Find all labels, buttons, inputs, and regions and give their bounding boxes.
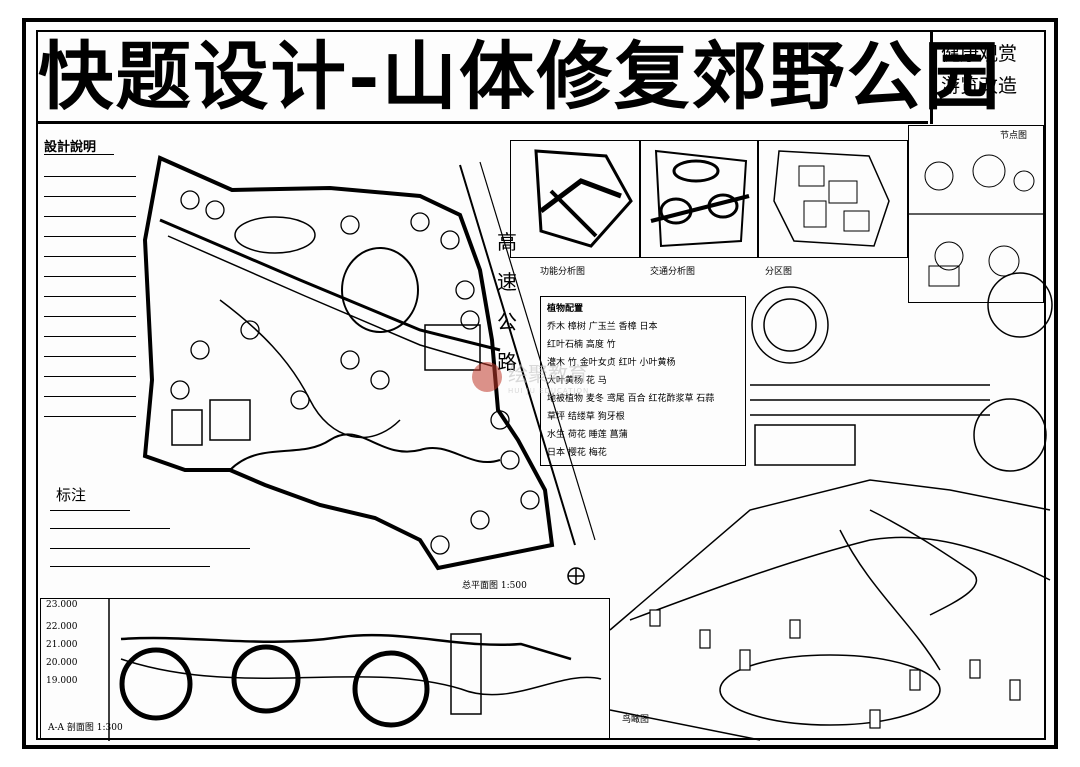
plant-row: 红叶石楠 高度 竹 (547, 340, 616, 350)
perspective-sketch (609, 479, 1051, 741)
subtitle-line-2: 游览改造 (941, 75, 1018, 97)
highway-label: 高 速 公 路 (497, 222, 517, 382)
watermark-logo-icon (472, 361, 502, 392)
highway-char: 路 (497, 350, 517, 374)
node-sketch-box (908, 125, 1045, 303)
notes-line (44, 296, 136, 297)
annotation-line (50, 510, 130, 511)
analysis-label-1: 功能分析图 (540, 267, 586, 277)
plant-row: 草坪 结缕草 狗牙根 (547, 412, 625, 422)
highway-char: 公 (497, 310, 517, 334)
annotation-line (50, 566, 210, 567)
section-drawing (40, 598, 610, 741)
notes-line (44, 356, 136, 357)
poster-subtitle: 健康观赏 游览改造 (930, 32, 1042, 124)
watermark-cn: 绘聚教育 (508, 362, 588, 386)
plant-row: 乔木 樟树 广玉兰 香樟 日本 (547, 322, 658, 332)
elevation-mark: 23.000 (46, 600, 78, 610)
analysis-diagram-1 (510, 140, 640, 258)
plant-row: 灌木 竹 金叶女贞 红叶 小叶黄杨 (547, 358, 676, 368)
subtitle-line-1: 健康观赏 (941, 43, 1018, 65)
plant-list-table: 植物配置 乔木 樟树 广玉兰 香樟 日本 红叶石楠 高度 竹 灌木 竹 金叶女贞… (540, 296, 746, 466)
notes-line (44, 276, 136, 277)
annotation-line (50, 548, 250, 549)
highway-char: 高 (497, 230, 517, 254)
watermark: 绘聚教育 HUI JU EDUCATION (472, 358, 589, 395)
watermark-en: HUI JU EDUCATION (508, 387, 590, 395)
highway-char: 速 (497, 270, 517, 294)
elevation-mark: 19.000 (46, 676, 78, 686)
notes-line (44, 416, 136, 417)
notes-line (44, 196, 136, 197)
notes-line (44, 216, 136, 217)
plant-row: 大叶黄杨 花 马 (547, 376, 607, 386)
node-label: 节点图 (1000, 131, 1028, 141)
analysis-diagram-2 (640, 140, 758, 258)
notes-line (44, 396, 136, 397)
plant-row: 日本 樱花 梅花 (547, 448, 607, 458)
notes-line (44, 316, 136, 317)
plant-list-title: 植物配置 (547, 304, 584, 314)
annotation-label: 标注 (56, 486, 87, 504)
elevation-mark: 20.000 (46, 658, 78, 668)
elevation-mark: 22.000 (46, 622, 78, 632)
plant-row: 地被植物 麦冬 鸢尾 百合 红花酢浆草 石蒜 (547, 394, 715, 404)
perspective-caption: 鸟瞰图 (622, 715, 650, 725)
plant-row: 水生 荷花 睡莲 菖蒲 (547, 430, 628, 440)
notes-line (44, 376, 136, 377)
node-detail-sketch (750, 272, 1053, 472)
notes-line (44, 236, 136, 237)
analysis-label-2: 交通分析图 (650, 267, 696, 277)
notes-underline (44, 154, 114, 155)
plan-caption: 总平面图 1:500 (462, 581, 527, 591)
poster-title: 快题设计-山体修复郊野公园 (38, 33, 1002, 120)
analysis-label-3: 分区图 (765, 267, 793, 277)
analysis-diagram-3 (758, 140, 908, 258)
section-caption: A-A 剖面图 1:300 (48, 723, 123, 733)
annotation-line (50, 528, 170, 529)
title-band: 快题设计-山体修复郊野公园 (38, 32, 1000, 124)
elevation-mark: 21.000 (46, 640, 78, 650)
notes-line (44, 256, 136, 257)
design-notes-label: 設計說明 (44, 140, 97, 155)
notes-line (44, 176, 136, 177)
notes-line (44, 336, 136, 337)
